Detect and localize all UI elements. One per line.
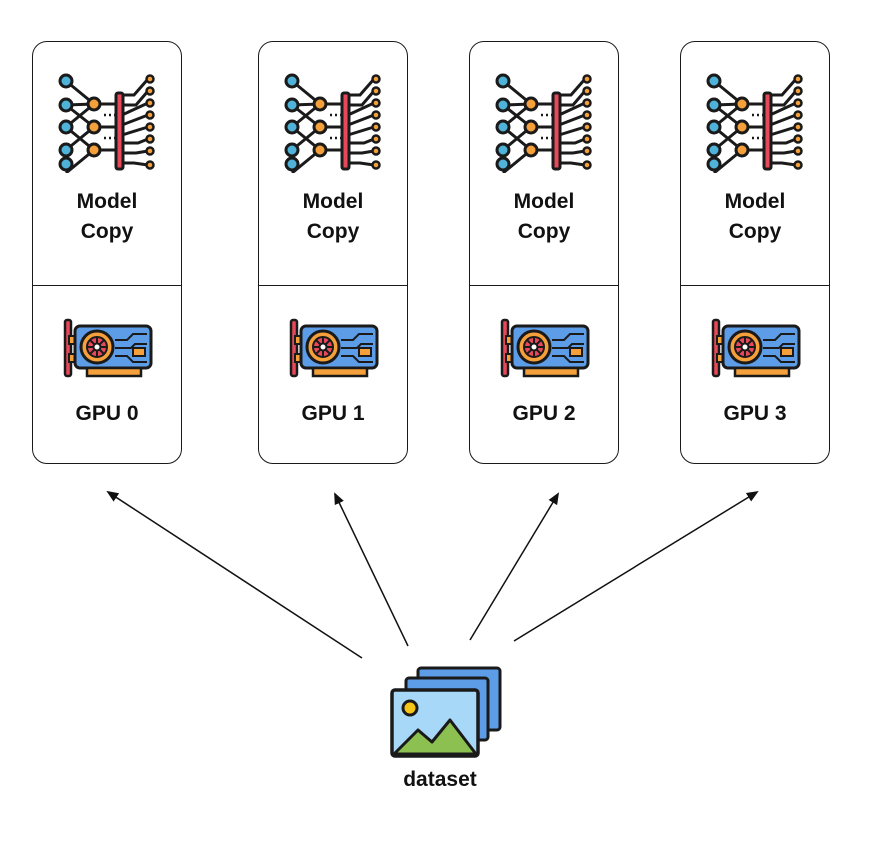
- model-label-line1: Model: [76, 190, 138, 213]
- graphics-card-icon: [289, 318, 379, 378]
- model-label-line2: Copy: [728, 220, 782, 243]
- gpu-label: GPU 2: [512, 402, 576, 425]
- gpu-label: GPU 1: [301, 402, 365, 425]
- model-label-line2: Copy: [517, 220, 571, 243]
- card-divider: [681, 285, 829, 286]
- model-label-line1: Model: [302, 190, 364, 213]
- worker-card-gpu-3: Model Copy: [680, 41, 830, 464]
- worker-card-gpu-0: Model Copy: [32, 41, 182, 464]
- arrow-to-gpu-0: [106, 490, 363, 659]
- dataset-label: dataset: [403, 768, 477, 791]
- model-label-line1: Model: [513, 190, 575, 213]
- model-copy-label: Model Copy: [33, 187, 181, 247]
- neural-network-icon: [58, 73, 155, 173]
- neural-network-icon: [284, 73, 381, 173]
- neural-network-icon: [706, 73, 803, 173]
- image-stack-icon: [390, 666, 502, 758]
- model-copy-label: Model Copy: [470, 187, 618, 247]
- arrow-to-gpu-2: [469, 492, 560, 641]
- model-label-line2: Copy: [80, 220, 134, 243]
- card-divider: [259, 285, 407, 286]
- card-divider: [470, 285, 618, 286]
- gpu-label: GPU 3: [723, 402, 787, 425]
- worker-card-gpu-2: Model Copy: [469, 41, 619, 464]
- card-divider: [33, 285, 181, 286]
- arrow-to-gpu-1: [334, 492, 409, 647]
- arrow-to-gpu-3: [513, 490, 759, 642]
- model-label-line1: Model: [724, 190, 786, 213]
- graphics-card-icon: [500, 318, 590, 378]
- graphics-card-icon: [63, 318, 153, 378]
- model-copy-label: Model Copy: [681, 187, 829, 247]
- model-copy-label: Model Copy: [259, 187, 407, 247]
- neural-network-icon: [495, 73, 592, 173]
- gpu-label: GPU 0: [75, 402, 139, 425]
- worker-card-gpu-1: Model Copy: [258, 41, 408, 464]
- model-label-line2: Copy: [306, 220, 360, 243]
- graphics-card-icon: [711, 318, 801, 378]
